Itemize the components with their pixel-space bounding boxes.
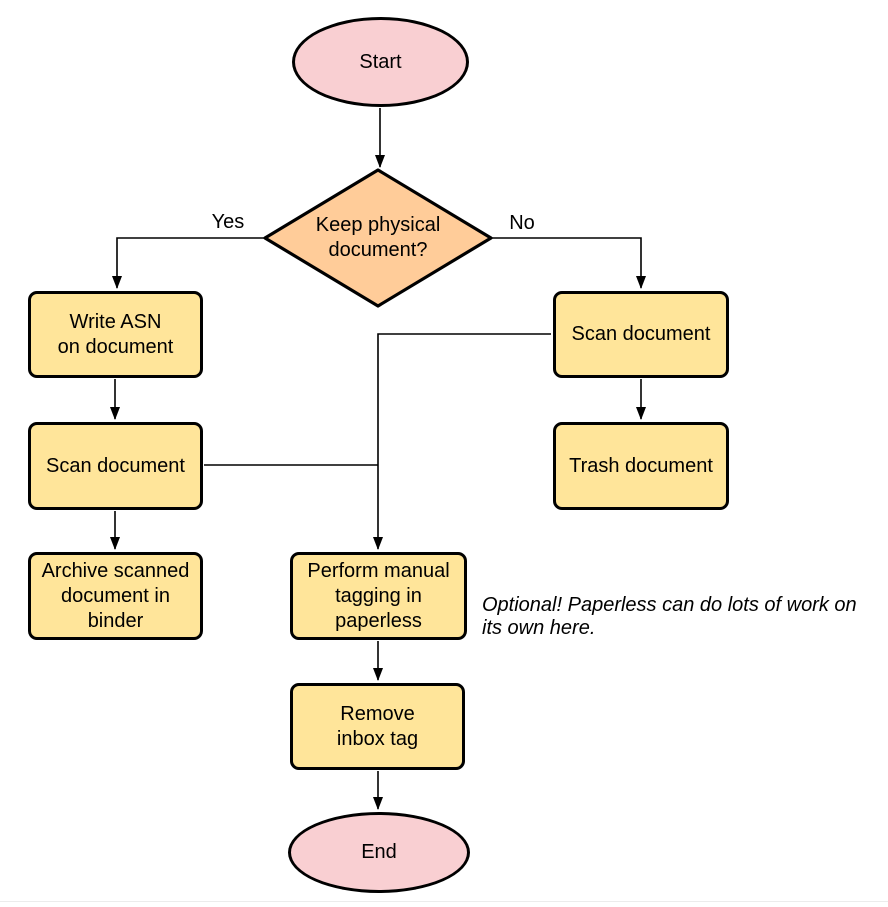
edge-label-no: No — [509, 212, 535, 234]
node-decision-label: Keep physical document? — [315, 214, 441, 261]
node-trash-document: Trash document — [553, 422, 729, 510]
node-scan-document-right-label: Scan document — [571, 323, 711, 345]
node-archive-binder: Archive scanned document in binder — [28, 552, 203, 640]
node-archive-binder-label: Archive scanned document in binder — [41, 559, 190, 632]
node-decision: Keep physical document? — [293, 213, 463, 263]
node-end-label: End — [361, 841, 397, 863]
node-manual-tagging: Perform manual tagging in paperless — [290, 552, 467, 640]
node-start-label: Start — [359, 50, 402, 73]
edge-label-yes: Yes — [211, 211, 245, 233]
node-trash-document-label: Trash document — [569, 454, 713, 477]
node-end: End — [288, 812, 470, 893]
node-manual-tagging-label: Perform manual tagging in paperless — [307, 559, 450, 632]
edge-decision-yes-to-write-asn — [112, 237, 264, 289]
node-remove-inbox-tag: Remove inbox tag — [290, 683, 465, 770]
node-write-asn: Write ASN on document — [28, 291, 203, 378]
node-remove-inbox-tag-label: Remove inbox tag — [336, 702, 419, 750]
edge-scan-right-to-tagging — [373, 333, 551, 550]
annotation-optional-note: Optional! Paperless can do lots of work … — [482, 594, 857, 639]
node-scan-document-left-label: Scan document — [46, 454, 185, 477]
node-scan-document-right: Scan document — [553, 291, 729, 378]
node-write-asn-label: Write ASN on document — [57, 310, 174, 358]
node-start: Start — [292, 17, 469, 107]
canvas-bottom-border — [0, 901, 888, 902]
edge-decision-no-to-scan-right — [492, 237, 646, 289]
decision-diamond-shape — [263, 168, 493, 308]
node-scan-document-left: Scan document — [28, 422, 203, 510]
